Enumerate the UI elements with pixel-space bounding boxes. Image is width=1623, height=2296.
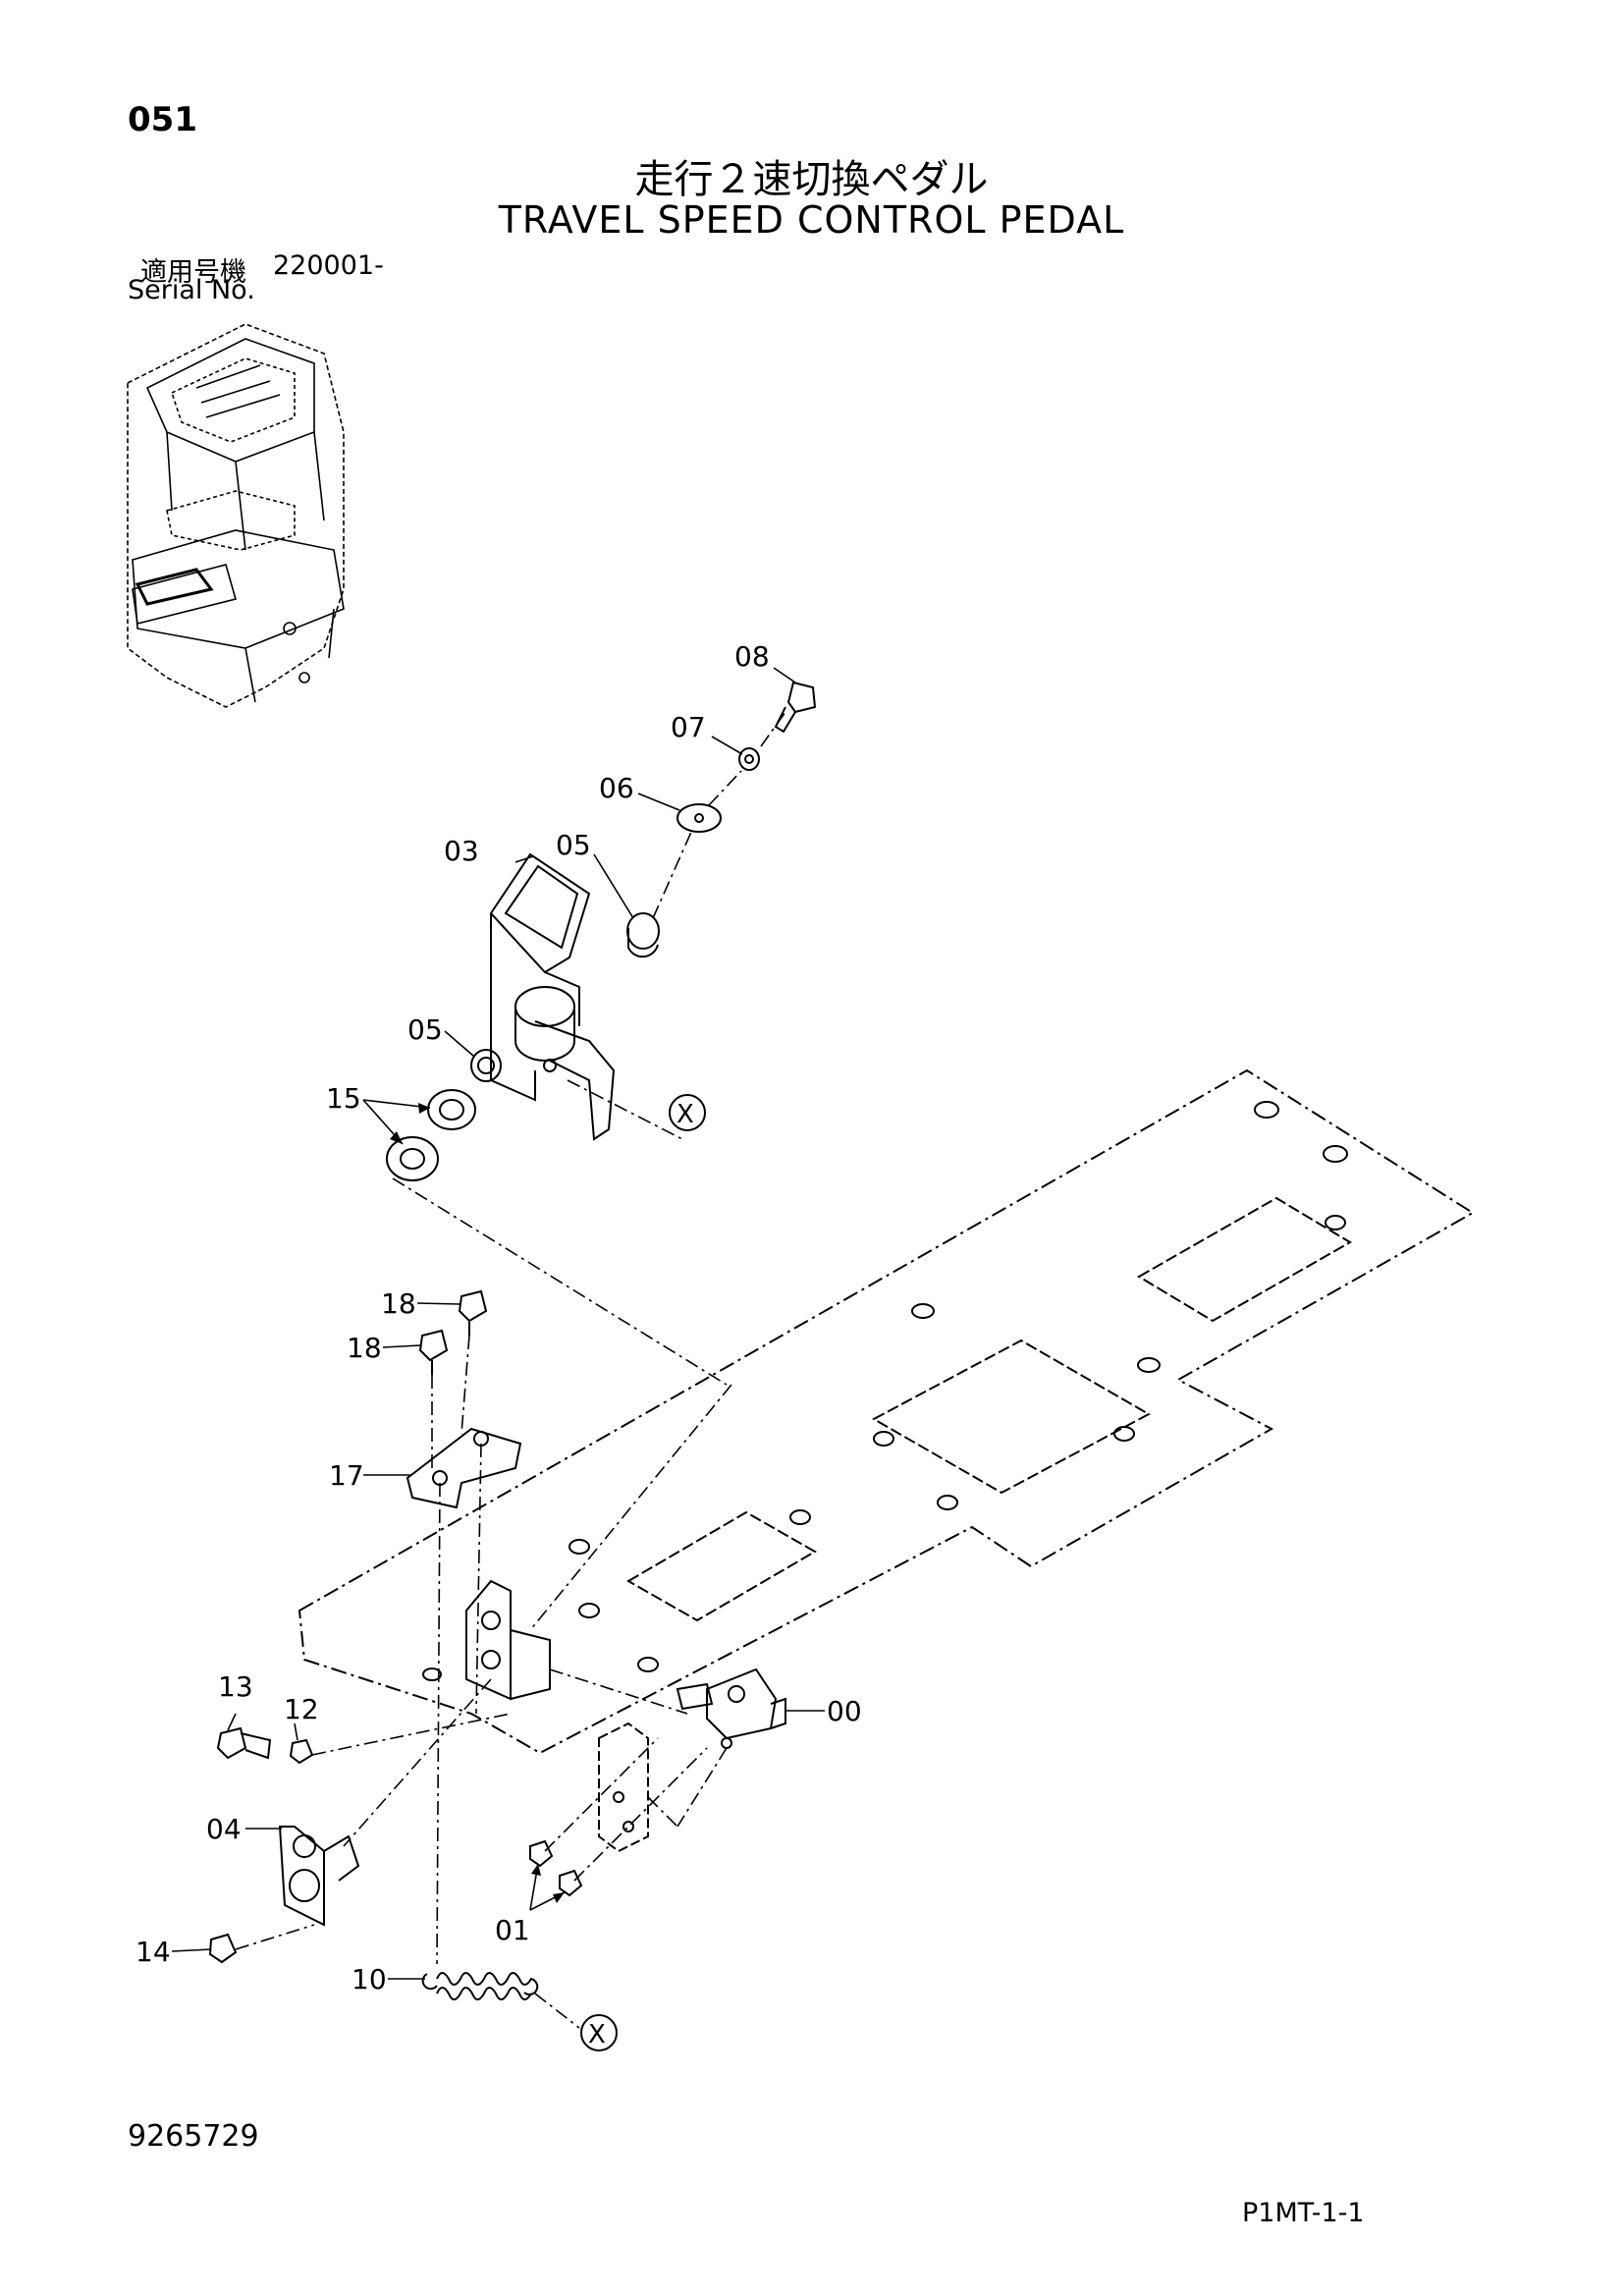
bolt-18-lower — [418, 1329, 449, 1375]
reference-label-x-lower: X — [588, 2020, 606, 2050]
callout-15: 15 — [326, 1082, 361, 1115]
floor-plate — [298, 1068, 1475, 1755]
callout-05-upper: 05 — [556, 829, 591, 861]
spring-part-10 — [421, 1972, 539, 2000]
callout-10: 10 — [352, 1963, 387, 1995]
page-code: P1MT-1-1 — [1242, 2198, 1365, 2228]
reference-circle-x-lower — [580, 2014, 618, 2051]
callout-05-lower: 05 — [407, 1013, 443, 1046]
washer-07 — [738, 747, 760, 771]
serial-label: Serial No. — [128, 275, 255, 305]
plate-part-17 — [406, 1427, 522, 1509]
reference-label-x-upper: X — [676, 1100, 694, 1129]
page-title-japanese: 走行２速切換ペダル — [634, 157, 989, 202]
plate-holes — [422, 1101, 1348, 1681]
leader-arrowheads — [390, 1103, 565, 1903]
bolt-18-upper — [458, 1289, 488, 1336]
callout-labels: 08 07 06 03 05 05 15 18 18 17 13 12 00 0… — [135, 640, 862, 2050]
callout-07: 07 — [671, 711, 706, 743]
callout-12: 12 — [284, 1693, 319, 1725]
callout-18-lower: 18 — [347, 1332, 382, 1364]
callout-06: 06 — [599, 772, 634, 804]
callout-13: 13 — [218, 1670, 253, 1703]
serial-label-japanese: 適用号機 — [140, 257, 246, 288]
hinge-bracket — [465, 1579, 551, 1701]
bolt-14 — [208, 1933, 238, 1964]
assembly-lines — [235, 711, 786, 2029]
callout-01: 01 — [495, 1914, 530, 1946]
leader-lines — [171, 667, 825, 1980]
serial-number: 220001- — [273, 250, 384, 281]
bolts-01 — [529, 1839, 583, 1897]
page-title: TRAVEL SPEED CONTROL PEDAL — [498, 198, 1125, 242]
lower-bracket — [598, 1722, 649, 1853]
bracket-part-04 — [278, 1826, 360, 1927]
page-number: 051 — [128, 100, 197, 139]
bolt-08 — [774, 681, 817, 734]
callout-17: 17 — [329, 1459, 364, 1492]
callout-03: 03 — [444, 835, 479, 867]
washer-06 — [676, 803, 722, 833]
callout-00: 00 — [827, 1695, 862, 1727]
callout-18-upper: 18 — [381, 1287, 416, 1320]
callout-04: 04 — [206, 1813, 242, 1845]
reference-circle-x-upper — [669, 1094, 706, 1131]
bushing-05-lower — [470, 1049, 502, 1082]
document-number: 9265729 — [128, 2119, 259, 2154]
pedal-part-03 — [489, 852, 616, 1141]
machine-thumbnail — [127, 323, 345, 708]
bushing-05-upper — [626, 912, 660, 958]
callout-14: 14 — [135, 1936, 171, 1968]
bolt-13 — [216, 1726, 272, 1760]
washers-15 — [386, 1089, 476, 1181]
switch-part-00 — [676, 1667, 786, 1749]
nut-12 — [289, 1738, 314, 1765]
callout-08: 08 — [734, 640, 770, 673]
